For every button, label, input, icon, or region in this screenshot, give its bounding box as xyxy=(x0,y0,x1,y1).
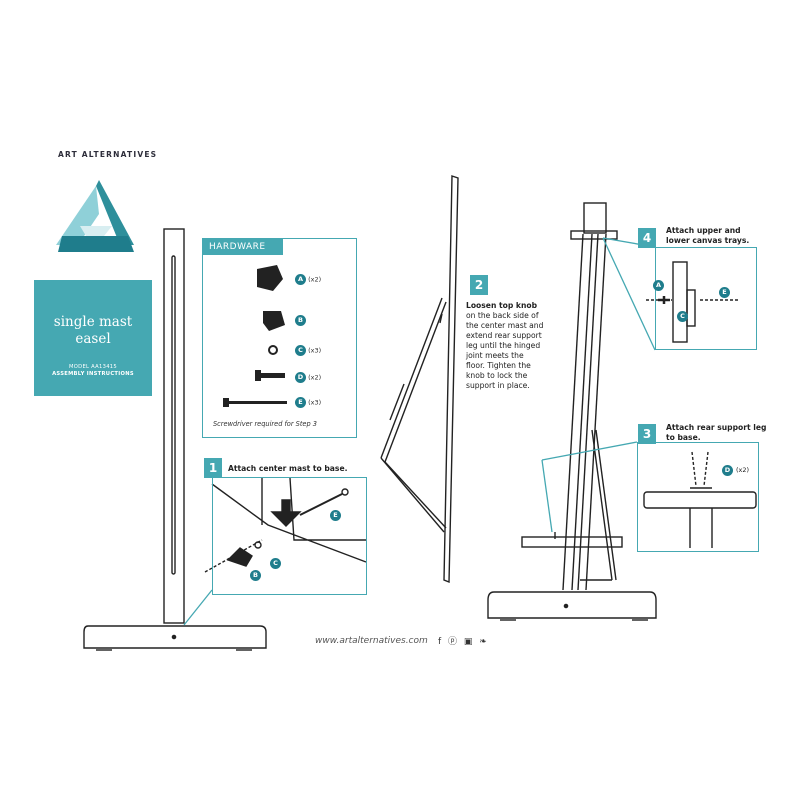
step-4-badge-e: E xyxy=(719,287,730,298)
model-number: MODEL AA13415 xyxy=(68,364,117,370)
brand-name: ART ALTERNATIVES xyxy=(58,150,158,159)
lower-tray xyxy=(521,536,623,548)
step-2-text: Loosen top knob on the back side of the … xyxy=(466,301,544,391)
step-3-qty: (x2) xyxy=(736,466,750,474)
hardware-item-d: D (x2) xyxy=(295,372,355,383)
step-3-badge-d: D xyxy=(722,465,733,476)
top-clamp xyxy=(583,202,607,234)
hardware-note: Screwdriver required for Step 3 xyxy=(213,420,317,428)
mast-side xyxy=(443,175,459,584)
hardware-icons xyxy=(223,265,287,407)
step-1-box xyxy=(212,477,367,595)
step-4-text-line-1: Attach upper and xyxy=(666,226,741,235)
base-front xyxy=(83,625,267,649)
step-1-text: Attach center mast to base. xyxy=(228,464,348,473)
step-3-text-line-2: to base. xyxy=(666,433,701,442)
badge-b: B xyxy=(295,315,306,326)
upper-tray xyxy=(570,230,618,240)
step-4-text-line-2: lower canvas trays. xyxy=(666,236,750,245)
step-3-number: 3 xyxy=(638,424,656,444)
mast-front xyxy=(163,228,185,624)
badge-a: A xyxy=(295,274,306,285)
hardware-item-e: E (x3) xyxy=(295,397,355,408)
qty-a: (x2) xyxy=(308,275,322,284)
assembly-subtitle: ASSEMBLY INSTRUCTIONS xyxy=(52,371,134,377)
qty-e: (x3) xyxy=(308,398,322,407)
step-1-badge-e: E xyxy=(330,510,341,521)
step-2-number: 2 xyxy=(470,275,488,295)
step-3-box xyxy=(637,442,759,552)
qty-d: (x2) xyxy=(308,373,322,382)
step-1-badge-b: B xyxy=(250,570,261,581)
mast-slot xyxy=(171,255,176,575)
step-1-number: 1 xyxy=(204,458,222,478)
base-right xyxy=(487,591,657,619)
title-line-2: easel xyxy=(75,331,111,347)
step-1-badge-c: C xyxy=(270,558,281,569)
hardware-item-c: C (x3) xyxy=(295,345,355,356)
badge-e: E xyxy=(295,397,306,408)
title-panel: single mast easel MODEL AA13415 ASSEMBLY… xyxy=(34,280,152,396)
step-4-badge-a: A xyxy=(653,280,664,291)
qty-c: (x3) xyxy=(308,346,322,355)
step-4-box xyxy=(655,247,757,350)
badge-d: D xyxy=(295,372,306,383)
title-line-1: single mast xyxy=(53,314,133,330)
step-2-text-bold: Loosen top knob xyxy=(466,301,538,310)
step-4-badge-c: C xyxy=(677,311,688,322)
step-2-text-body: on the back side of the center mast and … xyxy=(466,311,544,390)
footer-url[interactable]: www.artalternatives.com xyxy=(315,636,428,646)
social-icons[interactable]: f ⓟ ▣ ❧ xyxy=(438,637,489,647)
hardware-box: HARDWARE A (x2) B C (x3) D (x2) E (x3) S… xyxy=(202,238,357,438)
hardware-item-a: A (x2) xyxy=(295,274,355,285)
hardware-heading: HARDWARE xyxy=(203,239,283,255)
step-3-text-line-1: Attach rear support leg xyxy=(666,423,767,432)
step-4-number: 4 xyxy=(638,228,656,248)
badge-c: C xyxy=(295,345,306,356)
hardware-item-b: B xyxy=(295,315,355,326)
